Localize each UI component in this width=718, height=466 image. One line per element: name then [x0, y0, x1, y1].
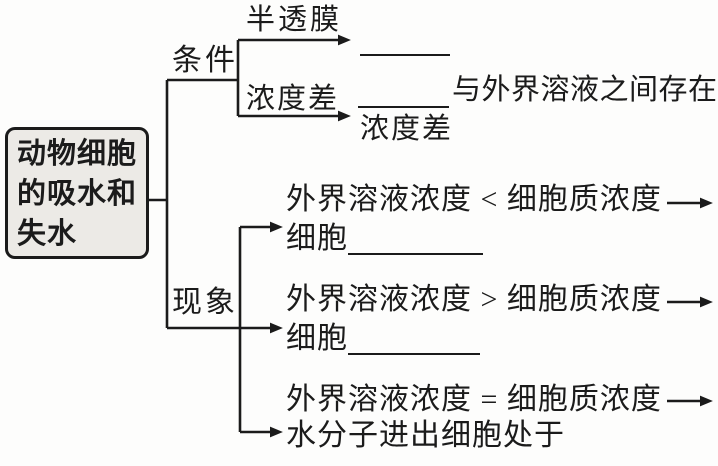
phenomenon-2-condition: 外界溶液浓度 > 细胞质浓度 — [286, 283, 662, 316]
phenomenon-3-result: 水分子进出细胞处于 — [286, 421, 565, 451]
phenomenon-3-result-prefix: 水分子进出细胞处于 — [286, 419, 565, 452]
phenomenon-2-result-prefix: 细胞 — [286, 322, 348, 355]
phenomenon-1-result: 细胞 — [286, 224, 483, 255]
phenomenon-3-condition: 外界溶液浓度 = 细胞质浓度 — [286, 383, 662, 416]
conc-diff-text-wrap: 浓度差 — [360, 113, 454, 145]
conc-diff-text: 与外界溶液之间存在 — [452, 74, 718, 106]
conc-diff-label: 浓度差 — [246, 83, 340, 115]
conc-diff-answer-blank — [358, 106, 449, 108]
phenomenon-1-answer-blank — [348, 253, 483, 255]
semi-membrane-label: 半透膜 — [246, 4, 343, 36]
phenomenon-2-answer-blank — [348, 353, 480, 355]
root-topic-box: 动物细胞的吸水和失水 — [5, 127, 149, 259]
semi-membrane-answer-blank — [360, 54, 450, 56]
phenomenon-1-condition: 外界溶液浓度 < 细胞质浓度 — [286, 183, 662, 216]
phenomenon-2-result: 细胞 — [286, 324, 480, 355]
conditions-branch-label: 条件 — [172, 44, 238, 77]
phenomena-branch-label: 现象 — [172, 286, 238, 319]
phenomenon-1-result-prefix: 细胞 — [286, 222, 348, 255]
